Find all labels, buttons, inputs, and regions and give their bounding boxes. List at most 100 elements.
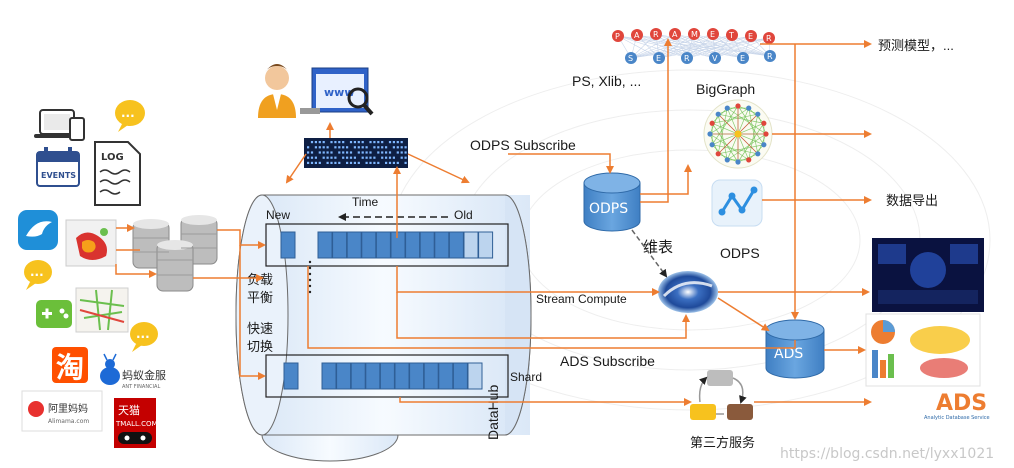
server-node-letter: R	[684, 54, 690, 63]
biggraph-label: BigGraph	[696, 81, 755, 97]
matrix-dot	[365, 151, 368, 154]
matrix-dot	[377, 146, 380, 149]
parameter-node	[763, 32, 775, 44]
graph-node	[715, 151, 721, 157]
graph-node	[735, 159, 741, 165]
matrix-dot	[318, 161, 321, 164]
matrix-dot	[357, 146, 360, 149]
matrix-dot	[346, 151, 349, 154]
matrix-dot	[388, 161, 392, 164]
server-node	[681, 52, 693, 64]
svg-text:...: ...	[30, 265, 44, 279]
parameter-node-letter: P	[615, 32, 620, 41]
matrix-dot	[310, 156, 314, 159]
svg-text:...: ...	[121, 106, 135, 120]
parameter-node-letter: M	[691, 30, 698, 39]
server-node-letter: R	[767, 52, 773, 61]
shard-cell	[438, 362, 454, 390]
odps-app-label: ODPS	[720, 245, 760, 261]
graph-network-icon	[703, 99, 773, 169]
matrix-dot	[349, 161, 353, 164]
matrix-dot	[369, 161, 372, 164]
matrix-dot	[365, 156, 368, 159]
svg-text:ANT FINANCIAL: ANT FINANCIAL	[122, 384, 160, 390]
graph-node	[746, 157, 752, 163]
matrix-dot	[404, 151, 407, 154]
server-node	[653, 52, 665, 64]
matrix-dot	[334, 141, 337, 144]
events-calendar-icon: EVENTS	[36, 147, 80, 187]
matrix-dot	[404, 156, 407, 159]
shard-cell	[365, 362, 381, 390]
matrix-dot	[369, 151, 372, 154]
taobao-logo: 淘	[52, 347, 88, 384]
chat-bubble-icon: ...	[115, 100, 145, 132]
matrix-dot	[365, 146, 368, 149]
svg-text:天猫: 天猫	[118, 404, 140, 417]
alimama-logo: 阿里妈妈 Alimama.com	[21, 390, 103, 432]
chat-bubble-icon: ...	[24, 260, 52, 290]
matrix-dot	[322, 146, 325, 149]
heatmap-icon	[65, 219, 117, 267]
ps-xlib-label: PS, Xlib, ...	[572, 73, 641, 89]
user-computer-icon: www	[258, 64, 374, 118]
graph-node	[707, 131, 713, 137]
datahub-label: DataHub	[485, 385, 501, 440]
time-label: Time	[352, 195, 379, 209]
matrix-dot	[322, 151, 325, 154]
matrix-dot	[307, 161, 310, 164]
shard-cell	[332, 231, 348, 259]
matrix-dot	[314, 156, 317, 159]
matrix-dot	[342, 146, 345, 149]
matrix-dot	[346, 161, 349, 164]
shard-cell	[394, 362, 410, 390]
server-node	[737, 52, 749, 64]
matrix-dot	[388, 151, 392, 154]
matrix-dot	[373, 146, 376, 149]
matrix-dot	[400, 141, 403, 144]
matrix-dot	[388, 141, 392, 144]
graph-node	[735, 103, 741, 109]
matrix-dot	[396, 151, 399, 154]
matrix-dot	[400, 146, 403, 149]
watermark: https://blog.csdn.net/lyxx1021	[780, 446, 994, 462]
graph-node	[755, 111, 761, 117]
matrix-dot	[381, 151, 384, 154]
ads-subscribe-label: ADS Subscribe	[560, 353, 655, 369]
predict-model-label: 预测模型，...	[878, 38, 954, 53]
gamepad-icon	[36, 300, 72, 328]
matrix-dot	[307, 146, 310, 149]
graph-node	[761, 142, 767, 148]
matrix-dot	[400, 151, 403, 154]
matrix-dot	[357, 161, 360, 164]
shard-cell	[361, 231, 377, 259]
matrix-dot	[342, 141, 345, 144]
matrix-dot	[381, 141, 384, 144]
tmall-logo: 天猫 TMALL.COM	[114, 398, 158, 448]
shard-cell	[409, 362, 425, 390]
fast-switch-label-2: 切换	[247, 339, 273, 354]
data-matrix-icon	[304, 138, 408, 168]
matrix-dot	[342, 156, 345, 159]
chat-bubble-icon: ...	[130, 322, 158, 352]
shard-ellipsis-dots	[308, 260, 312, 294]
svg-text:LOG: LOG	[101, 152, 124, 163]
matrix-dot	[314, 141, 317, 144]
parameter-node	[631, 29, 643, 41]
matrix-dot	[361, 151, 364, 154]
matrix-dot	[349, 156, 353, 159]
shard-cell	[423, 362, 439, 390]
matrix-dot	[400, 156, 403, 159]
server-node	[709, 52, 721, 64]
matrix-dot	[310, 151, 314, 154]
matrix-dot	[353, 141, 356, 144]
matrix-dot	[377, 151, 380, 154]
graph-node	[715, 111, 721, 117]
dashboard-screenshot-icon	[872, 238, 984, 312]
load-balance-label-1: 负载	[247, 272, 273, 287]
parameter-node	[650, 28, 662, 40]
matrix-dot	[326, 161, 329, 164]
